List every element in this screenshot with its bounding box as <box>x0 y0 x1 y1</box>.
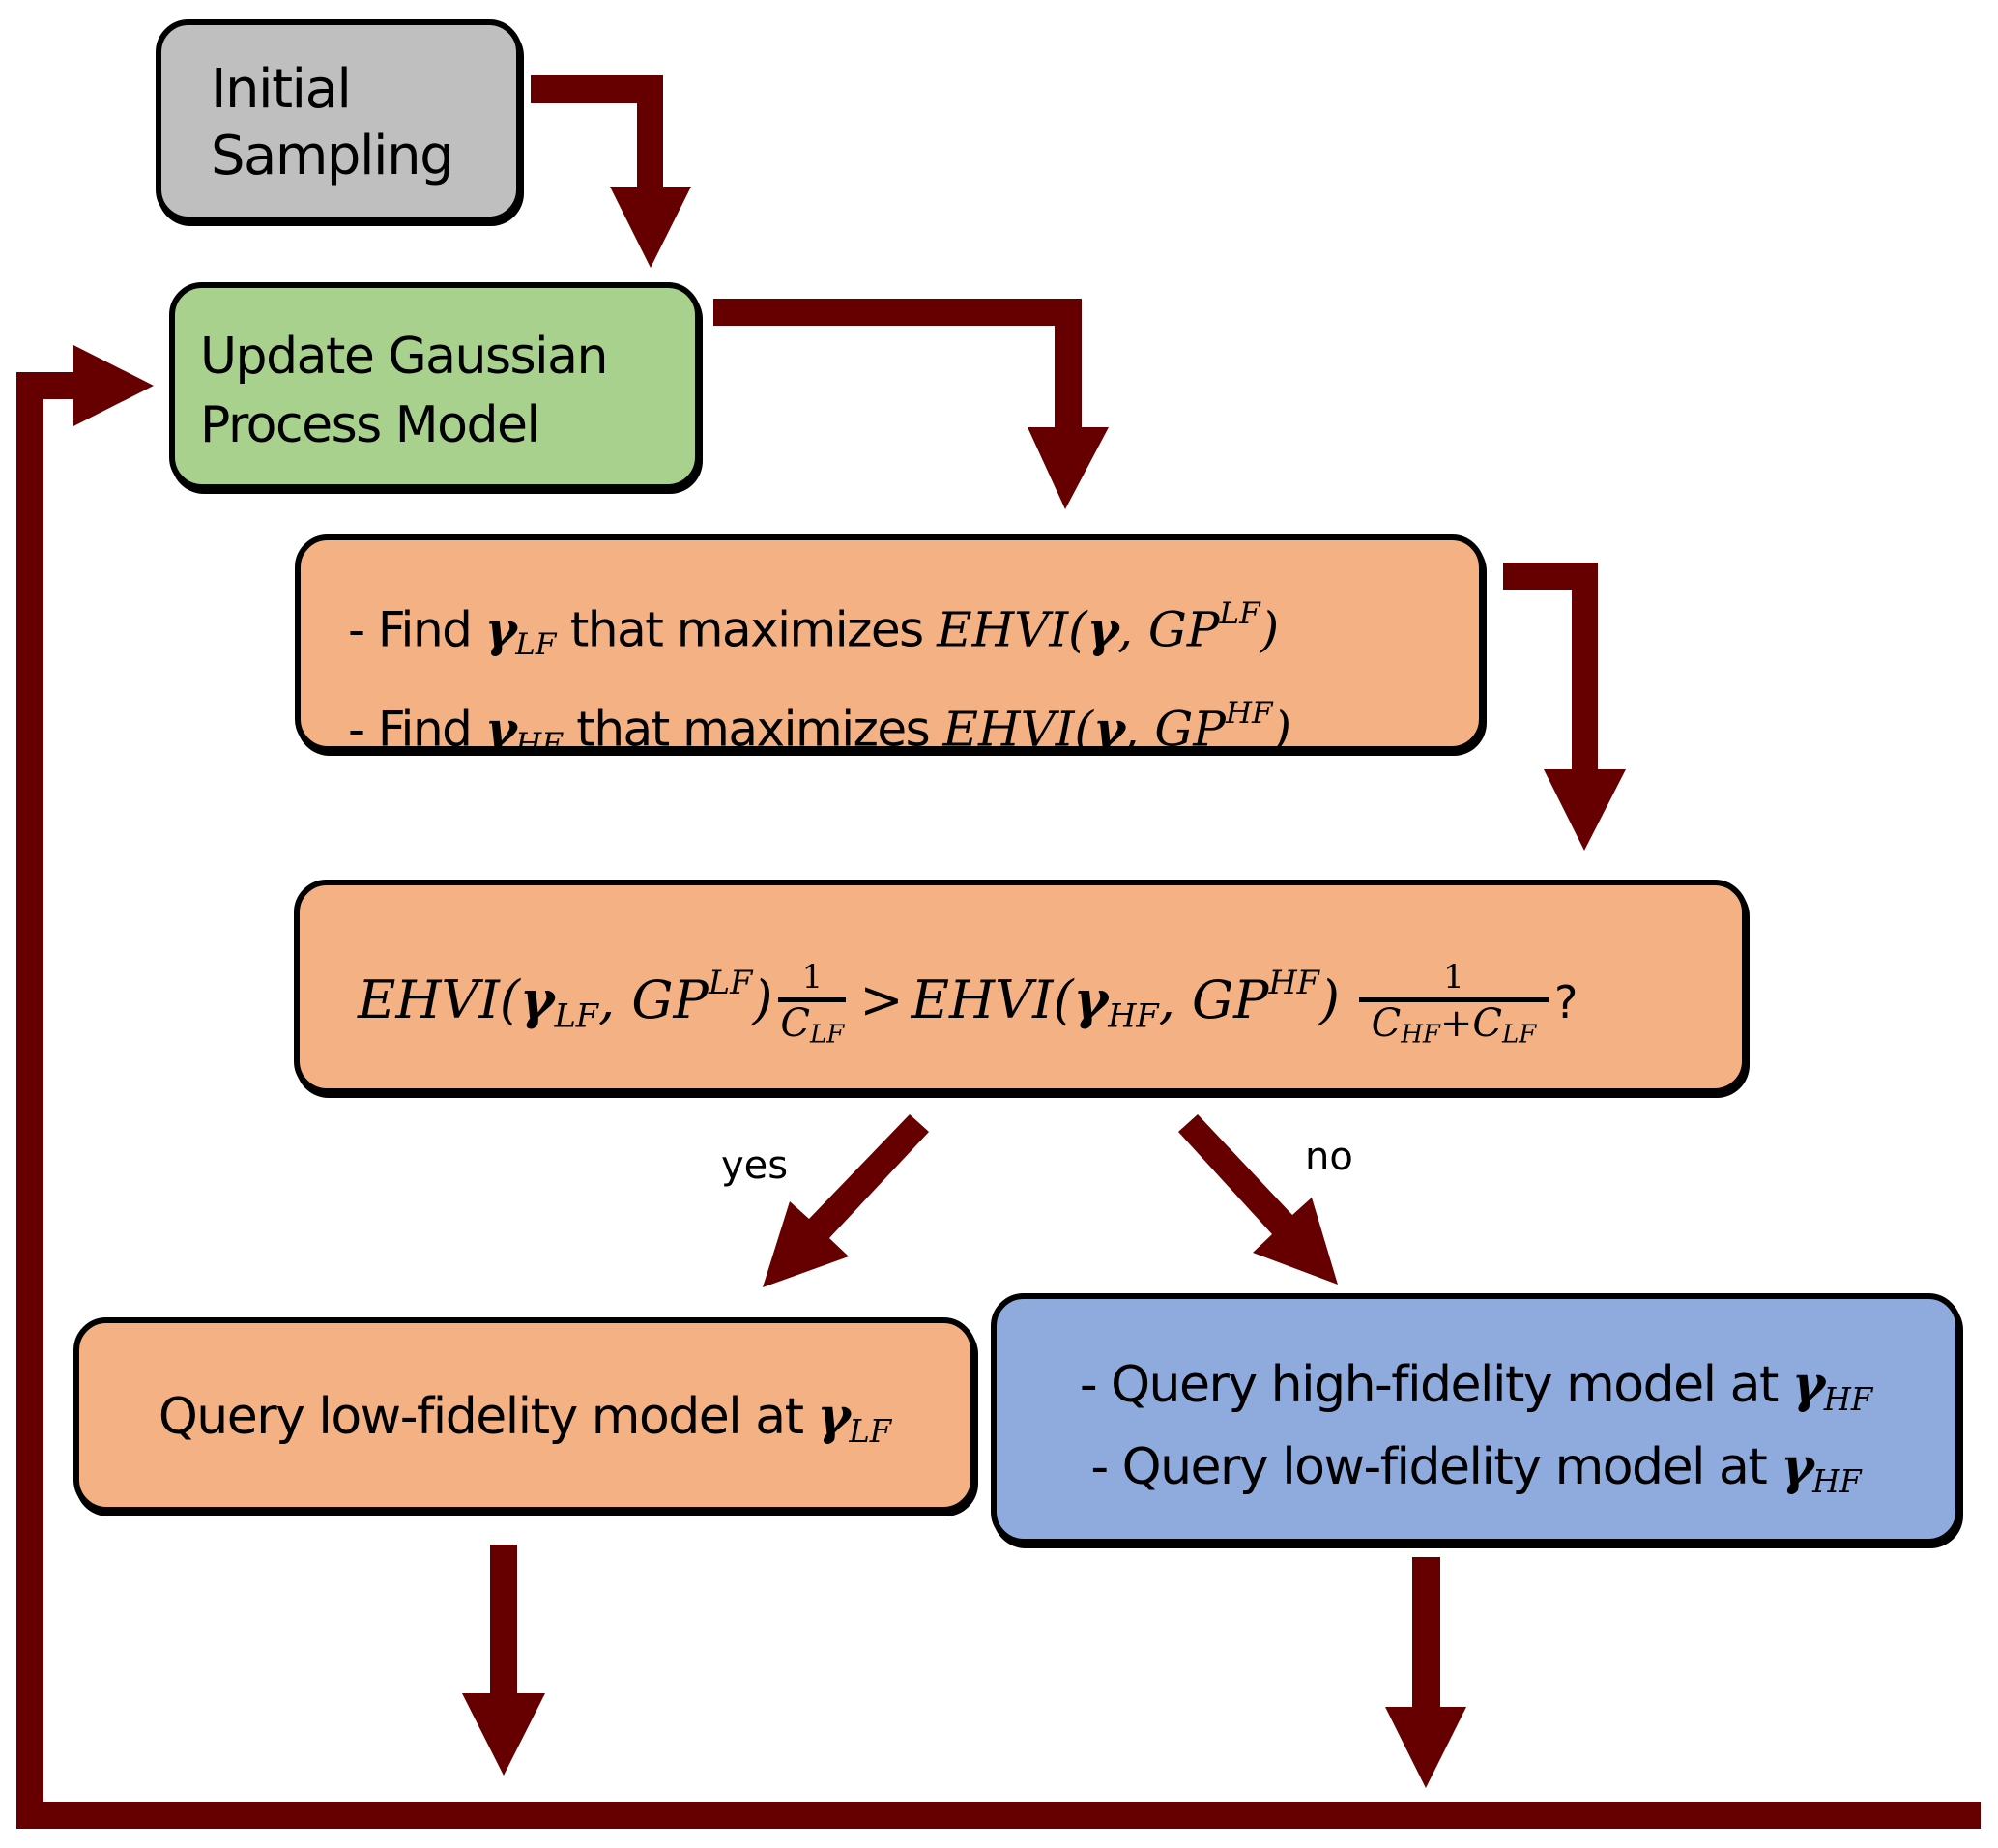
open-paren: ( <box>1068 601 1087 658</box>
gamma-subscript: LF <box>515 626 557 662</box>
query-high-line-2: - Query low-fidelity model at γHF <box>991 1433 1961 1516</box>
query-high-text: - Query high-fidelity model at <box>1079 1356 1792 1414</box>
arrow-no <box>1178 1114 1338 1285</box>
arrow-update-to-find <box>713 299 1109 509</box>
gp-superscript: HF <box>1225 695 1273 731</box>
edge-label-no: no <box>1305 1135 1353 1179</box>
gp-superscript: LF <box>1219 596 1260 631</box>
open-paren: ( <box>1074 701 1094 758</box>
rhs-cost-hf-subscript: HF <box>1401 1020 1440 1050</box>
arrow-query-low-down <box>462 1545 545 1776</box>
gamma-argument: γ <box>1086 600 1119 658</box>
query-low-fidelity-node[interactable] <box>73 1317 976 1513</box>
lhs-fraction-numerator: 1 <box>801 957 824 996</box>
arrow-find-to-decision <box>1503 563 1626 851</box>
rhs-gamma: γ <box>1073 968 1109 1031</box>
gamma-argument: γ <box>1093 700 1125 758</box>
update-gp-line2: Process Model <box>200 396 540 454</box>
line-middle-text: that maximizes <box>562 701 943 758</box>
lhs-cost-subscript: LF <box>810 1020 845 1050</box>
lhs-gp: GP <box>631 969 709 1031</box>
find-candidates-line-lf: - Find γLF that maximizes EHVI(γ, GPLF) <box>348 580 1291 679</box>
edge-label-yes: yes <box>721 1143 789 1188</box>
gamma-symbol: γ <box>484 700 517 758</box>
ehvi-function: EHVI <box>937 601 1069 658</box>
line-prefix: - Find <box>348 701 485 758</box>
query-high-line-1: - Query high-fidelity model at γHF <box>991 1351 1961 1433</box>
line-prefix: - Find <box>348 601 485 658</box>
initial-sampling-line2: Sampling <box>211 125 454 188</box>
gamma-symbol: γ <box>1781 1437 1813 1497</box>
gamma-subscript: HF <box>1823 1381 1873 1419</box>
comma: , <box>1117 601 1148 658</box>
query-low-text: Query low-fidelity model at <box>158 1388 818 1446</box>
lhs-fraction-bar <box>778 996 847 1002</box>
lhs-gamma-subscript: LF <box>554 996 599 1035</box>
lhs-gp-superscript: LF <box>708 964 753 1001</box>
rhs-plus: + <box>1439 1000 1473 1046</box>
gamma-symbol: γ <box>817 1387 851 1446</box>
lhs-ehvi: EHVI <box>358 969 500 1031</box>
arrow-yes <box>763 1114 929 1287</box>
initial-sampling-label: Initial Sampling <box>211 56 454 189</box>
gamma-symbol: γ <box>1791 1355 1825 1414</box>
find-candidates-label: - Find γLF that maximizes EHVI(γ, GPLF) … <box>348 580 1291 779</box>
close-paren: ) <box>1260 601 1280 658</box>
initial-sampling-line1: Initial <box>211 58 352 121</box>
find-candidates-line-hf: - Find γHF that maximizes EHVI(γ, GPHF) <box>348 679 1291 779</box>
gamma-subscript: HF <box>515 726 563 762</box>
rhs-gp-superscript: HF <box>1268 964 1319 1001</box>
rhs-comma: , <box>1158 969 1192 1031</box>
query-high-fidelity-node[interactable] <box>991 1293 1961 1545</box>
lhs-fraction-denominator: CLF <box>778 1002 846 1048</box>
lhs-cost-symbol: C <box>780 1000 811 1046</box>
update-gp-line1: Update Gaussian <box>200 328 608 386</box>
ehvi-function: EHVI <box>942 701 1075 758</box>
rhs-fraction-denominator: CHF+CLF <box>1359 1002 1549 1048</box>
gamma-subscript: HF <box>1812 1463 1862 1501</box>
rhs-gp: GP <box>1191 969 1269 1031</box>
gp-symbol: GP <box>1154 701 1226 758</box>
query-low-text: - Query low-fidelity model at <box>1090 1438 1781 1497</box>
rhs-open-paren: ( <box>1053 969 1074 1031</box>
rhs-cost-hf-symbol: C <box>1371 1000 1402 1046</box>
lhs-close-paren: ) <box>752 969 773 1031</box>
lhs-open-paren: ( <box>499 969 520 1031</box>
close-paren: ) <box>1272 701 1291 758</box>
gamma-symbol: γ <box>484 600 517 658</box>
comma: , <box>1123 701 1155 758</box>
query-high-fidelity-label: - Query high-fidelity model at γHF - Que… <box>991 1351 1961 1516</box>
greater-than-operator: > <box>859 969 904 1031</box>
line-middle-text: that maximizes <box>556 601 938 658</box>
lhs-gamma: γ <box>519 968 555 1031</box>
question-mark: ? <box>1553 976 1578 1029</box>
rhs-gamma-subscript: HF <box>1108 996 1159 1035</box>
lhs-comma: , <box>598 969 632 1031</box>
initial-sampling-node[interactable] <box>156 19 522 222</box>
find-candidates-node[interactable] <box>295 534 1485 752</box>
update-gp-label: Update Gaussian Process Model <box>200 323 608 460</box>
arrow-initial-to-update <box>531 75 691 268</box>
rhs-ehvi: EHVI <box>911 969 1054 1031</box>
rhs-fraction-numerator: 1 <box>1443 957 1464 996</box>
rhs-close-paren: ) <box>1318 969 1340 1031</box>
decision-node[interactable] <box>294 880 1748 1094</box>
update-gp-node[interactable] <box>169 282 701 490</box>
arrow-query-high-down <box>1385 1557 1466 1788</box>
gamma-subscript: LF <box>849 1413 892 1451</box>
rhs-cost-lf-symbol: C <box>1472 1000 1503 1046</box>
query-low-fidelity-label: Query low-fidelity model at γLF <box>73 1382 976 1466</box>
gp-symbol: GP <box>1147 601 1220 658</box>
rhs-fraction-bar <box>1358 996 1549 1002</box>
rhs-cost-lf-subscript: LF <box>1502 1020 1537 1050</box>
